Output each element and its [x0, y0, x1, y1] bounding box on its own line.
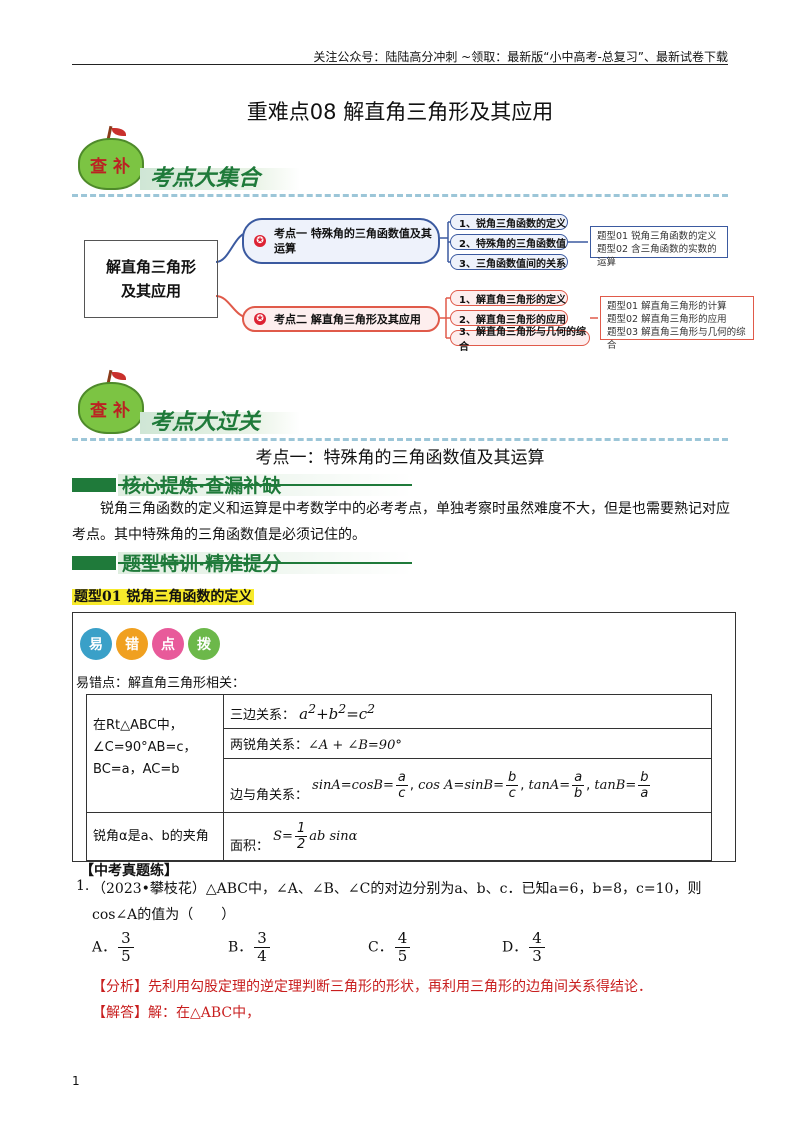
tips-rel2-cell: 两锐角关系：∠A + ∠B=90°: [223, 728, 712, 759]
mindmap-topic2-types: 题型01 解直角三角形的计算题型02 解直角三角形的应用题型03 解直角三角形与…: [600, 296, 754, 351]
mindmap-topic1-types: 题型01 锐角三角函数的定义题型02 含三角函数的实数的运算: [590, 226, 728, 268]
train-strip: 题型特训·精准提分: [72, 552, 412, 575]
banner-title: 考点大过关: [150, 409, 261, 435]
question-text-2: cos∠A的值为（ ）: [92, 907, 236, 923]
banner-title: 考点大集合: [150, 165, 261, 191]
banner-band: [140, 168, 300, 190]
analysis-text: 【分析】先利用勾股定理的逆定理判断三角形的形状，再利用三角形的边角间关系得结论．: [92, 979, 652, 995]
tips-badges: 易 错 点 拨: [80, 624, 224, 664]
tips-intro: 易错点：解直角三角形相关：: [76, 676, 246, 691]
header-note: 关注公众号：陆陆高分冲刺 ~领取：最新版“小中高考-总复习”、最新试卷下载: [313, 50, 728, 64]
core-paragraph: 锐角三角函数的定义和运算是中考数学中的必考考点，单独考察时虽然难度不大，但是也需…: [72, 501, 730, 543]
section-title: 考点一：特殊角的三角函数值及其运算: [255, 448, 545, 468]
banner-divider: [72, 194, 728, 197]
train-label: 题型特训·精准提分: [122, 553, 282, 575]
star-icon: ✪: [254, 235, 266, 247]
mindmap-topic2-item: 2、解直角三角形的应用: [450, 310, 568, 326]
mindmap-topic1-item: 2、特殊角的三角函数值: [450, 234, 568, 250]
apple-badge-icon: 查 补: [78, 125, 144, 190]
tips-rel1-cell: 三边关系： a2+b2=c2: [223, 694, 712, 729]
tips-given-cell: 在Rt△ABC中，∠C=90°AB=c，BC=a，AC=b: [86, 694, 224, 813]
header-rule: [72, 64, 728, 65]
star-icon: ✪: [254, 313, 266, 325]
mindmap-topic1-item: 3、三角函数值间的关系: [450, 254, 568, 270]
mindmap-connectors: [215, 221, 598, 339]
tips-frame: [72, 612, 736, 862]
mindmap-topic-1: ✪ 考点一 特殊角的三角函数值及其运算: [242, 218, 440, 264]
page-number: 1: [72, 1074, 80, 1088]
exam-heading: 【中考真题练】: [80, 863, 178, 879]
mindmap-root: 解直角三角形及其应用: [84, 240, 218, 318]
page-title: 重难点08 解直角三角形及其应用: [246, 100, 554, 124]
apple-badge-text: 查 补: [90, 157, 130, 177]
mindmap-topic1-item: 1、锐角三角函数的定义: [450, 214, 568, 230]
mindmap-topic2-item: 1、解直角三角形的定义: [450, 290, 568, 306]
tip-badge: 错: [116, 628, 148, 660]
apple-badge-text: 查 补: [90, 401, 130, 421]
tips-table: 在Rt△ABC中，∠C=90°AB=c，BC=a，AC=b 三边关系： a2+b…: [86, 694, 712, 861]
tips-angle-cell: 锐角α是a、b的夹角: [86, 812, 224, 861]
tip-badge: 易: [80, 628, 112, 660]
apple-badge-icon: 查 补: [78, 369, 144, 434]
banner-band: [140, 412, 300, 434]
answer-text: 【解答】解：在△ABC中，: [92, 1005, 261, 1021]
core-label: 核心提炼·查漏补缺: [122, 475, 282, 497]
tip-badge: 点: [152, 628, 184, 660]
question-text: （2023•攀枝花）△ABC中，∠A、∠B、∠C的对边分别为a、b、c．已知a=…: [92, 881, 702, 897]
core-strip: 核心提炼·查漏补缺: [72, 474, 412, 497]
mindmap-topic2-item: 3、解直角三角形与几何的综合: [450, 327, 590, 353]
mindmap-topic-2: ✪ 考点二 解直角三角形及其应用: [242, 306, 440, 332]
tip-badge: 拨: [188, 628, 220, 660]
type-tag: 题型01 锐角三角函数的定义: [72, 589, 255, 605]
question-number: 1.: [76, 878, 90, 894]
banner-divider: [72, 438, 728, 441]
